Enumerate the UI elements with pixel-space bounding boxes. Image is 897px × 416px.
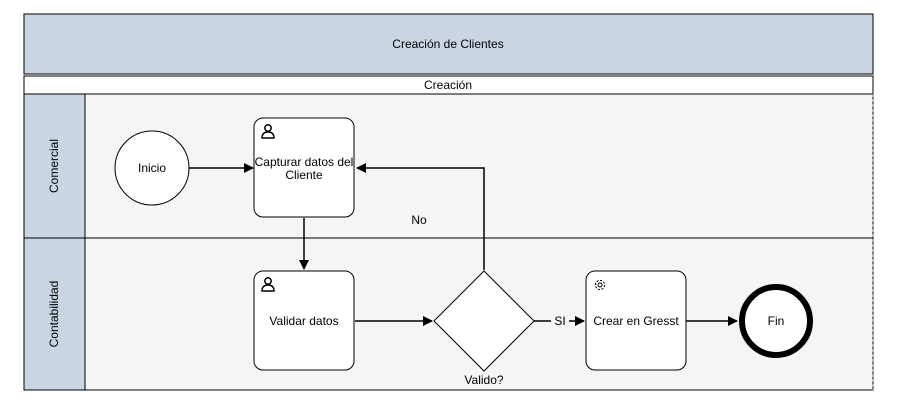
edge-no-label: No	[411, 213, 427, 227]
edge-yes-label: SI	[554, 314, 565, 328]
task-crear-en-gresst[interactable]	[585, 270, 687, 371]
end-event[interactable]	[739, 284, 813, 358]
edge-gateway-no-to-capture[interactable]	[356, 163, 485, 270]
task-validar-datos[interactable]	[253, 270, 355, 371]
task-crear-label: Crear en Gresst	[593, 314, 679, 328]
start-event-label: Inicio	[138, 161, 166, 175]
phase-title: Creación	[424, 78, 472, 92]
task-validar-label: Validar datos	[269, 314, 338, 328]
task-capturar-datos[interactable]	[253, 117, 355, 218]
gateway-valido[interactable]	[433, 270, 535, 372]
end-event-label: Fin	[768, 314, 785, 328]
user-icon	[261, 124, 275, 139]
task-capturar-label-line2: Cliente	[285, 168, 323, 182]
lane-contabilidad-label: Contabilidad	[47, 281, 61, 348]
lane-comercial-label: Comercial	[47, 139, 61, 193]
task-capturar-label-line1: Capturar datos del	[255, 155, 354, 169]
start-event[interactable]	[114, 130, 190, 206]
pool-header[interactable]	[23, 13, 874, 75]
lane-comercial-header	[23, 93, 86, 239]
gear-icon	[594, 279, 606, 291]
gateway-label: Valido?	[464, 373, 503, 387]
lane-contabilidad-header	[23, 237, 86, 391]
edge-yes-label-bg	[551, 313, 569, 328]
pool-title: Creación de Clientes	[392, 37, 503, 51]
user-icon	[261, 277, 275, 292]
